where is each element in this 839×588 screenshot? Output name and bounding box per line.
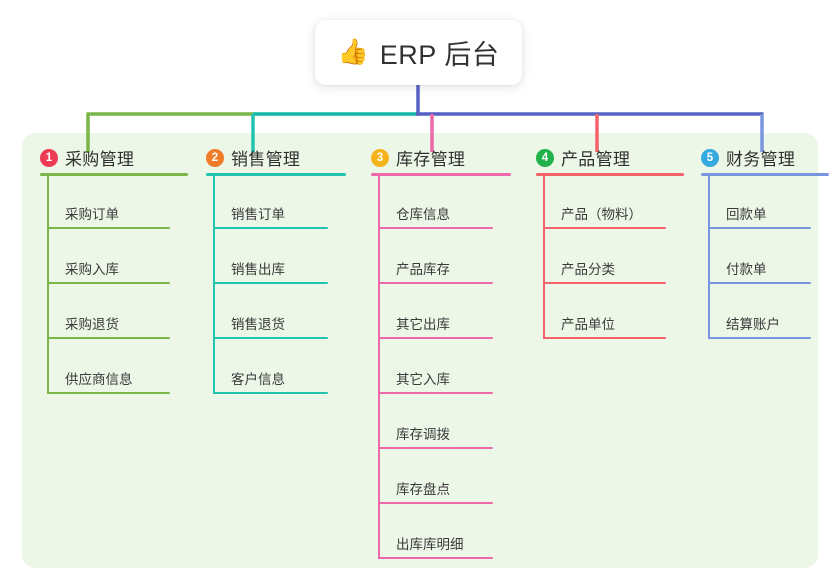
- branch-leaf-rule: [378, 337, 493, 339]
- branch-leaf-label: 回款单: [726, 207, 767, 222]
- branch-leaf-label: 客户信息: [231, 372, 285, 387]
- branch-number-badge: 5: [701, 148, 719, 167]
- branch-header-5[interactable]: 5 财务管理: [701, 145, 795, 170]
- branch-number-badge: 2: [206, 148, 224, 167]
- branch-leaf-label: 销售出库: [231, 262, 285, 277]
- branch-leaf[interactable]: 库存盘点: [378, 470, 493, 504]
- branch-leaf[interactable]: 付款单: [708, 250, 811, 284]
- branch-leaf-rule: [378, 282, 493, 284]
- branch-leaf-label: 产品单位: [561, 317, 615, 332]
- branch-leaf[interactable]: 采购退货: [47, 305, 170, 339]
- branch-leaf-label: 仓库信息: [396, 207, 450, 222]
- branch-number-badge: 4: [536, 148, 554, 167]
- branch-leaf-rule: [213, 282, 328, 284]
- branch-spine: [708, 175, 710, 339]
- branch-leaf-label: 供应商信息: [65, 372, 133, 387]
- branch-leaf[interactable]: 客户信息: [213, 360, 328, 394]
- branch-title: 采购管理: [65, 150, 135, 169]
- branch-leaf-rule: [378, 227, 493, 229]
- branch-leaf-label: 结算账户: [726, 317, 780, 332]
- branch-leaf-label: 采购入库: [65, 262, 119, 277]
- branch-leaf-rule: [543, 227, 666, 229]
- branch-leaf[interactable]: 出库库明细: [378, 525, 493, 559]
- branch-leaf[interactable]: 产品（物料）: [543, 195, 666, 229]
- branch-leaf-rule: [47, 227, 170, 229]
- branch-header-1[interactable]: 1 采购管理: [40, 145, 134, 170]
- branch-title: 产品管理: [561, 150, 631, 169]
- branch-leaf-rule: [213, 337, 328, 339]
- branch-leaf-label: 库存调拨: [396, 427, 450, 442]
- branch-leaf-label: 销售订单: [231, 207, 285, 222]
- branch-spine: [213, 175, 215, 394]
- branch-leaf-rule: [708, 337, 811, 339]
- branch-leaf-label: 其它出库: [396, 317, 450, 332]
- branch-title: 库存管理: [396, 150, 466, 169]
- branch-leaf-rule: [708, 227, 811, 229]
- branch-header-2[interactable]: 2 销售管理: [206, 145, 300, 170]
- branch-leaf[interactable]: 产品单位: [543, 305, 666, 339]
- branch-leaf[interactable]: 采购订单: [47, 195, 170, 229]
- branch-leaf-rule: [47, 282, 170, 284]
- root-node[interactable]: 👍 ERP 后台: [315, 20, 522, 85]
- branch-leaf-rule: [213, 227, 328, 229]
- branch-leaf-rule: [378, 392, 493, 394]
- branch-leaf[interactable]: 回款单: [708, 195, 811, 229]
- branch-number-badge: 3: [371, 148, 389, 167]
- branch-header-4[interactable]: 4 产品管理: [536, 145, 630, 170]
- branch-leaf-rule: [378, 557, 493, 559]
- branch-leaf-rule: [708, 282, 811, 284]
- root-node-content: 👍 ERP 后台: [338, 33, 500, 72]
- branch-number-badge: 1: [40, 148, 58, 167]
- branch-header-rule: [40, 173, 188, 176]
- branch-header-rule: [701, 173, 829, 176]
- branch-title: 销售管理: [231, 150, 301, 169]
- branch-leaf[interactable]: 采购入库: [47, 250, 170, 284]
- branch-leaf-label: 销售退货: [231, 317, 285, 332]
- root-title: ERP 后台: [379, 40, 500, 70]
- branch-leaf-rule: [47, 337, 170, 339]
- branch-header-rule: [371, 173, 511, 176]
- branch-leaf[interactable]: 供应商信息: [47, 360, 170, 394]
- branch-leaf-rule: [378, 447, 493, 449]
- branch-leaf[interactable]: 仓库信息: [378, 195, 493, 229]
- branch-leaf-label: 付款单: [726, 262, 767, 277]
- branches-panel: [22, 133, 818, 568]
- branch-leaf-label: 产品库存: [396, 262, 450, 277]
- branch-title: 财务管理: [726, 150, 796, 169]
- branch-spine: [47, 175, 49, 394]
- branch-leaf[interactable]: 销售出库: [213, 250, 328, 284]
- branch-leaf[interactable]: 产品分类: [543, 250, 666, 284]
- branch-leaf-label: 产品（物料）: [561, 207, 642, 222]
- branch-header-rule: [536, 173, 684, 176]
- branch-leaf-rule: [378, 502, 493, 504]
- branch-header-rule: [206, 173, 346, 176]
- branch-leaf[interactable]: 其它入库: [378, 360, 493, 394]
- thumbs-up-icon: 👍: [337, 38, 369, 66]
- branch-leaf-label: 采购退货: [65, 317, 119, 332]
- branch-leaf[interactable]: 其它出库: [378, 305, 493, 339]
- branch-leaf[interactable]: 产品库存: [378, 250, 493, 284]
- branch-leaf-rule: [213, 392, 328, 394]
- branch-leaf[interactable]: 销售退货: [213, 305, 328, 339]
- branch-spine: [378, 175, 380, 559]
- branch-leaf-label: 出库库明细: [396, 537, 464, 552]
- branch-header-3[interactable]: 3 库存管理: [371, 145, 465, 170]
- branch-leaf-rule: [543, 337, 666, 339]
- branch-leaf-label: 其它入库: [396, 372, 450, 387]
- branch-leaf[interactable]: 库存调拨: [378, 415, 493, 449]
- branch-leaf[interactable]: 结算账户: [708, 305, 811, 339]
- branch-leaf-label: 产品分类: [561, 262, 615, 277]
- branch-leaf-rule: [543, 282, 666, 284]
- branch-leaf-label: 库存盘点: [396, 482, 450, 497]
- branch-leaf-label: 采购订单: [65, 207, 119, 222]
- branch-leaf-rule: [47, 392, 170, 394]
- branch-spine: [543, 175, 545, 339]
- branch-leaf[interactable]: 销售订单: [213, 195, 328, 229]
